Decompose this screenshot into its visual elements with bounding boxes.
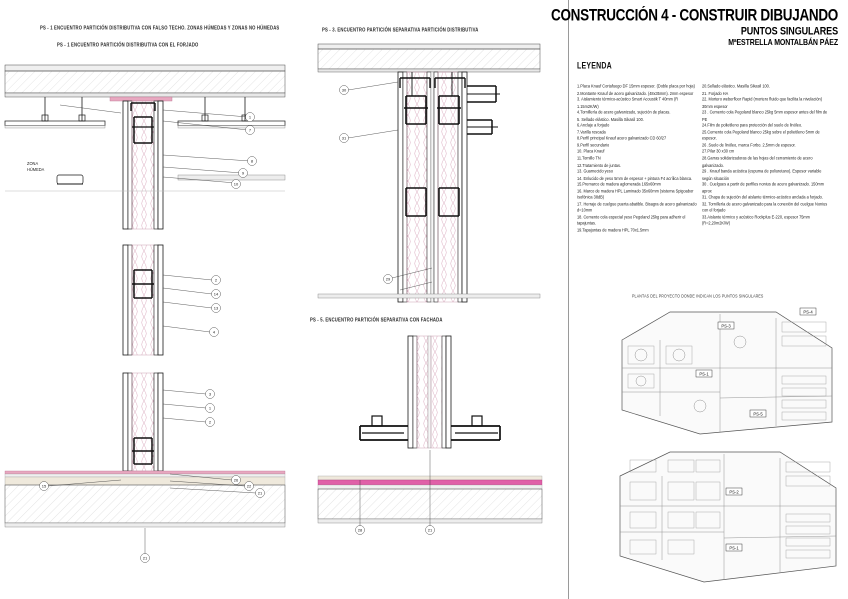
svg-text:14: 14 (214, 292, 219, 297)
legend-item: 9.Perfil secundario (577, 141, 610, 148)
svg-text:9: 9 (242, 171, 245, 176)
legend-item: 5. Sellado elástico. Masilla Sikasil 100… (577, 115, 644, 122)
detail-drawing-ps1-falso-techo: 1 7 8 9 10 ZONA HÚMEDA (0, 55, 290, 230)
svg-text:PS-5: PS-5 (753, 411, 763, 416)
legend-item: 15.Premarco de madera aglomerada 165x60m… (577, 181, 661, 188)
svg-text:29: 29 (386, 277, 391, 282)
detail-drawing-ps1-forjado: 2 14 13 4 (0, 240, 290, 360)
legend-item: 14. Enlucido de yeso 5mm de espesor + pi… (577, 174, 693, 181)
legend-item: 6.Anclaje a forjado (577, 122, 610, 129)
detail-title-ps3: PS - 3. ENCUENTRO PARTICIÓN SEPARATIVA P… (322, 26, 479, 33)
legend-item: 31. Chapa de sujeción del aislante térmi… (702, 194, 823, 201)
legend-item: 30 . Cuelgues a partir de perfiles noniu… (702, 181, 824, 194)
legend-item: 19.Tapajuntas de madera HPL 70x1.5mm (577, 226, 649, 233)
svg-text:13: 13 (214, 306, 219, 311)
page-subtitle: PUNTOS SINGULARES (740, 25, 838, 37)
sheet-divider (568, 0, 569, 599)
legend-item: 8.Perfil principal Knauf acero galvaniza… (577, 135, 667, 142)
author-name: MªESTRELLA MONTALBÁN PÁEZ (728, 39, 838, 48)
svg-text:1: 1 (249, 115, 252, 120)
svg-text:10: 10 (234, 182, 239, 187)
legend-item: 28.Garras solidarizadoras de las hojas d… (702, 154, 813, 168)
svg-text:2: 2 (215, 278, 218, 283)
zona-humeda-label: ZONA HÚMEDA (27, 160, 45, 172)
svg-text:30: 30 (342, 88, 347, 93)
svg-text:4: 4 (213, 330, 216, 335)
svg-text:7: 7 (249, 128, 252, 133)
legend-item: 2.Montante Knauf de acero galvanizado. (… (577, 89, 694, 96)
legend-item: 22. Mortero weberfloor Rapid (mortero fl… (702, 96, 823, 109)
detail-title-ps1-forjado: PS - 1 ENCUENTRO PARTICIÓN DISTRIBUTIVA … (57, 41, 199, 48)
detail-drawing-ps1-suelo: 3 1 2 15 26 22 21 21 (0, 368, 290, 568)
legend-column-left: 1.Placa Knauf Cortafuego DF 15mm espesor… (577, 83, 697, 234)
legend-item: 7.Varilla roscada (577, 128, 606, 135)
floor-plan-lower: PS-2 PS-1 (600, 448, 848, 588)
legend-heading: LEYENDA (577, 62, 612, 71)
detail-drawing-ps5: 28 21 (300, 330, 560, 560)
legend-item: 20.Sellado elástico. Masilla Sikasil 100… (702, 83, 770, 89)
legend-item: 33.Aislante térmico y acústico Rockplus … (702, 213, 810, 227)
svg-text:31: 31 (342, 136, 347, 141)
legend-item: 4.Tornillería de acero galvanizado, suje… (577, 109, 671, 116)
legend-list-left: 1.Placa Knauf Cortafuego DF 15mm espesor… (577, 83, 697, 234)
legend-item: 25.Cemento cola Pegoland blanco 25kg sob… (702, 128, 820, 142)
legend-item: 17. Herraje de cuelgue puerta abatible. … (577, 200, 697, 214)
legend-item: 16. Marco de madera HPL Laminado 35x60mm… (577, 187, 694, 201)
legend-item: 26 .Suelo de linóleo, marca Forbo. 2,5mm… (702, 141, 796, 148)
page-title: CONSTRUCCIÓN 4 - CONSTRUIR DIBUJANDO (551, 6, 838, 25)
svg-text:21: 21 (143, 556, 148, 561)
svg-text:8: 8 (251, 159, 254, 164)
legend-item: 3. Aislamiento térmico-acústico Smart Ac… (577, 96, 679, 109)
svg-text:PS-4: PS-4 (803, 309, 813, 314)
legend-item: 29 . Knauf banda acústica (espuma de pol… (702, 168, 822, 181)
svg-text:21: 21 (428, 528, 433, 533)
svg-text:3: 3 (209, 392, 212, 397)
detail-drawing-ps3: 30 31 29 (300, 38, 560, 306)
plans-caption: PLANTAS DEL PROYECTO DONDE INDICAN LOS P… (632, 294, 764, 299)
legend-item: 12.Tratamiento de juntas. (577, 161, 621, 168)
detail-title-ps5: PS - 5. ENCUENTRO PARTICIÓN SEPARATIVA C… (310, 316, 443, 323)
svg-text:22: 22 (247, 484, 252, 489)
svg-text:PS-3: PS-3 (721, 323, 731, 328)
svg-text:15: 15 (42, 484, 47, 489)
legend-item: 21. Forjado HA (702, 89, 729, 96)
svg-text:21: 21 (258, 491, 263, 496)
legend-list-right: 20.Sellado elástico. Masilla Sikasil 100… (702, 83, 828, 227)
legend-column-right: 20.Sellado elástico. Masilla Sikasil 100… (702, 83, 828, 227)
legend-item: 27.Pilar 30 x30 cm (702, 148, 735, 155)
legend-item: 1.Placa Knauf Cortafuego DF 15mm espesor… (577, 83, 695, 89)
svg-text:PS-2: PS-2 (729, 489, 739, 494)
floor-plan-upper: PS-3 PS-1 PS-5 PS-4 (600, 306, 848, 442)
svg-text:2: 2 (209, 420, 212, 425)
legend-item: 23 . Cemento cola Pegoland blanco 25kg 5… (702, 109, 828, 122)
legend-item: 24.Film de polietileno para protección d… (702, 122, 803, 129)
svg-text:28: 28 (358, 528, 363, 533)
legend-item: 18. Cemento cola especial yeso Pegoland … (577, 213, 686, 227)
detail-title-ps1-techo: PS - 1 ENCUENTRO PARTICIÓN DISTRIBUTIVA … (40, 24, 280, 31)
legend-item: 13. Guarnecido yeso (577, 168, 613, 174)
sheet-header: CONSTRUCCIÓN 4 - CONSTRUIR DIBUJANDO PUN… (551, 6, 838, 48)
legend-item: 10. Placa Knauf (577, 148, 605, 155)
svg-text:PS-1: PS-1 (729, 545, 739, 550)
svg-text:26: 26 (234, 478, 239, 483)
legend-item: 11.Tornillo TN (577, 154, 601, 161)
svg-text:PS-1: PS-1 (699, 371, 709, 376)
svg-text:1: 1 (209, 406, 212, 411)
legend-item: 32. Tornillería de acero galvanizado par… (702, 200, 828, 214)
